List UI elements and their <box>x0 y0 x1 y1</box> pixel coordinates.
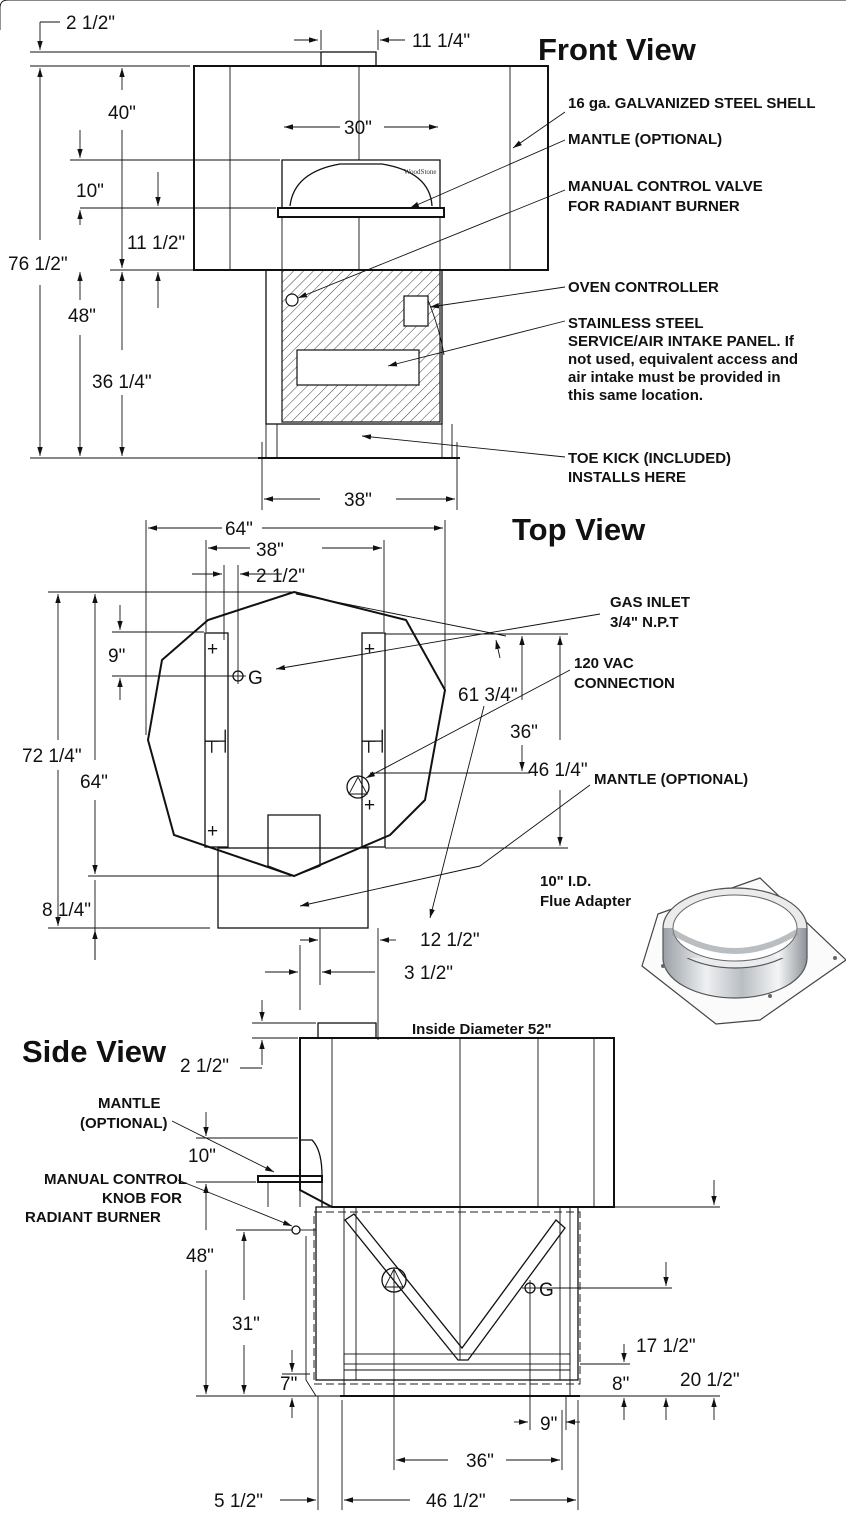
svg-text:+: + <box>364 639 375 660</box>
top-dim-64-width: 64" <box>225 519 253 540</box>
top-electrical-symbol <box>346 775 370 799</box>
side-dim-5-5: 5 1/2" <box>214 1491 263 1512</box>
callout-oven-controller: OVEN CONTROLLER <box>568 279 719 296</box>
side-mantle <box>257 1175 323 1183</box>
side-dim-36: 36" <box>466 1451 494 1472</box>
front-view: Front View WoodStone 2 1/2" <box>8 13 816 511</box>
front-air-intake-panel <box>296 349 420 386</box>
side-view-title: Side View <box>22 1034 167 1069</box>
svg-text:+: + <box>364 795 375 816</box>
svg-text:┬┤: ┬┤ <box>361 729 389 753</box>
front-service-panel <box>281 269 441 423</box>
brand-plate: WoodStone <box>404 168 437 176</box>
side-dim-7: 7" <box>280 1374 297 1395</box>
front-dim-2-5: 2 1/2" <box>66 13 115 34</box>
side-flue-stub <box>317 1022 377 1039</box>
side-control-knob <box>291 1225 301 1235</box>
top-dim-64-height: 64" <box>80 772 108 793</box>
callout-control-valve-line2: FOR RADIANT BURNER <box>568 198 740 215</box>
top-base-footprint <box>217 847 369 929</box>
side-shell <box>299 1037 615 1208</box>
flue-adapter-label-line1: 10" I.D. <box>540 873 591 890</box>
top-rail-left <box>204 632 229 848</box>
callout-control-valve-line1: MANUAL CONTROL VALVE <box>568 178 763 195</box>
callout-panel-line4: air intake must be provided in <box>568 369 781 386</box>
front-dim-36-25: 36 1/4" <box>92 372 152 393</box>
side-dim-31: 31" <box>232 1314 260 1335</box>
side-inside-diameter: Inside Diameter 52" <box>412 1021 552 1038</box>
svg-text:+: + <box>207 639 218 660</box>
side-gas-letter: G <box>539 1280 554 1301</box>
front-flue-stub <box>320 51 377 67</box>
callout-knob-line3: RADIANT BURNER <box>25 1209 161 1226</box>
flue-adapter-label-line2: Flue Adapter <box>540 893 631 910</box>
front-dim-40: 40" <box>108 103 136 124</box>
svg-text:+: + <box>207 821 218 842</box>
top-dim-9: 9" <box>108 646 125 667</box>
callout-panel-line3: not used, equivalent access and <box>568 351 798 368</box>
callout-side-mantle-line1: MANTLE <box>98 1095 161 1112</box>
callout-vac-line1: 120 VAC <box>574 655 634 672</box>
top-view-title: Top View <box>512 512 646 547</box>
top-dim-36: 36" <box>510 722 538 743</box>
side-base-stand <box>315 1206 579 1381</box>
front-dome-arch <box>289 163 433 207</box>
front-mantle <box>277 207 445 218</box>
top-dim-38: 38" <box>256 540 284 561</box>
top-gas-letter: G <box>248 668 263 689</box>
front-oven-controller <box>403 295 429 327</box>
front-view-title: Front View <box>538 32 697 67</box>
top-dim-8-25: 8 1/4" <box>42 900 91 921</box>
top-dim-2-5: 2 1/2" <box>256 566 305 587</box>
front-oven-opening <box>281 159 441 208</box>
callout-panel-line2: SERVICE/AIR INTAKE PANEL. If <box>568 333 795 350</box>
side-dim-2-5: 2 1/2" <box>180 1056 229 1077</box>
callout-mantle: MANTLE (OPTIONAL) <box>568 131 722 148</box>
front-dim-48: 48" <box>68 306 96 327</box>
callout-panel-line5: this same location. <box>568 387 703 404</box>
side-cross-brace <box>344 1213 566 1361</box>
top-oven-outline <box>146 590 447 878</box>
frame-border <box>0 0 846 30</box>
flue-adapter-illustration <box>641 877 846 1025</box>
side-dim-9: 9" <box>540 1414 557 1435</box>
side-dim-48: 48" <box>186 1246 214 1267</box>
side-dim-10: 10" <box>188 1146 216 1167</box>
callout-panel-line1: STAINLESS STEEL <box>568 315 704 332</box>
top-view: Top View + + + + ┬┤ ┬┤ G 64" 38" 2 1/2" <box>22 512 846 1040</box>
top-flue-adapter <box>267 814 321 877</box>
callout-side-mantle-line2: (OPTIONAL) <box>80 1115 168 1132</box>
side-dim-46-5: 46 1/2" <box>426 1491 486 1512</box>
svg-text:┬┤: ┬┤ <box>204 729 232 753</box>
side-dim-20-5: 20 1/2" <box>680 1370 740 1391</box>
front-dim-11-25: 11 1/4" <box>412 31 470 52</box>
front-dim-76-5: 76 1/2" <box>8 254 68 275</box>
side-view: Side View Inside Diameter 52" G <box>22 1000 740 1512</box>
callout-gas-inlet-line1: GAS INLET <box>610 594 690 611</box>
callout-toe-kick-line2: INSTALLS HERE <box>568 469 686 486</box>
top-dim-12-5: 12 1/2" <box>420 930 480 951</box>
callout-vac-line2: CONNECTION <box>574 675 675 692</box>
side-dim-17-5: 17 1/2" <box>636 1336 696 1357</box>
callout-top-mantle: MANTLE (OPTIONAL) <box>594 771 748 788</box>
top-rail-right <box>361 632 386 848</box>
front-dim-38: 38" <box>344 490 372 511</box>
top-dim-3-5: 3 1/2" <box>404 963 453 984</box>
callout-toe-kick-line1: TOE KICK (INCLUDED) <box>568 450 731 467</box>
front-steel-shell <box>193 65 549 271</box>
top-dim-72-25: 72 1/4" <box>22 746 82 767</box>
callout-steel-shell: 16 ga. GALVANIZED STEEL SHELL <box>568 95 816 112</box>
front-control-valve <box>285 293 299 307</box>
callout-knob-line2: KNOB FOR <box>102 1190 182 1207</box>
side-dim-8: 8" <box>612 1374 629 1395</box>
front-dim-11-5: 11 1/2" <box>127 233 185 254</box>
callout-knob-line1: MANUAL CONTROL <box>44 1171 187 1188</box>
front-dim-30: 30" <box>344 118 372 139</box>
top-dim-61-75: 61 3/4" <box>458 685 518 706</box>
top-dim-46-25: 46 1/4" <box>528 760 588 781</box>
callout-gas-inlet-line2: 3/4" N.P.T <box>610 614 679 631</box>
front-dim-10: 10" <box>76 181 104 202</box>
